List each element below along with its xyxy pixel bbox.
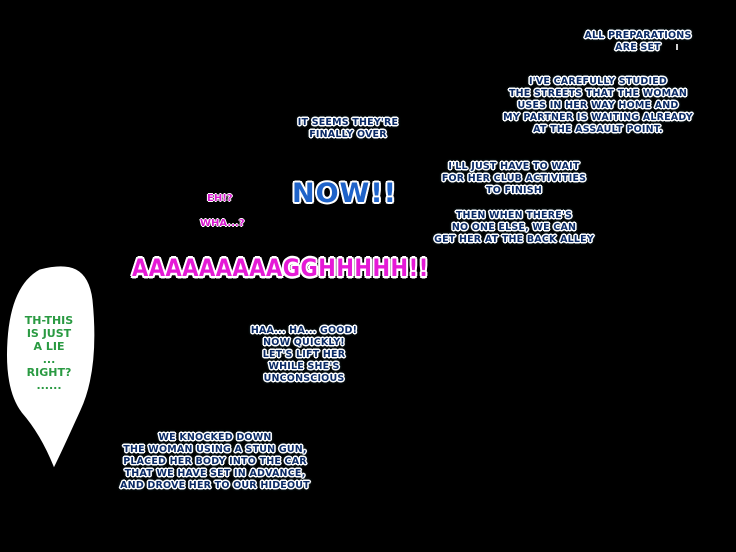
caption-studied: I'VE CAREFULLY STUDIED THE STREETS THAT … [503,76,693,135]
sfx-scream: AAAAAAAAAGGHHHHH!! [132,254,429,282]
caption-knocked-down: WE KNOCKED DOWN THE WOMAN USING A STUN G… [120,432,310,491]
panel-edge-mark [676,44,678,50]
sfx-now: NOW!! [292,178,397,209]
caption-back-alley: THEN WHEN THERE'S NO ONE ELSE, WE CAN GE… [434,210,594,245]
caption-lift-her: HAA... HA... GOOD! NOW QUICKLY! LET'S LI… [250,325,358,384]
caption-preparations: ALL PREPARATIONS ARE SET [584,30,692,53]
speech-balloon-text: TH-THIS IS JUST A LIE ... RIGHT? ...... [24,314,74,392]
speech-balloon-shape [7,266,95,468]
sfx-eh: EH!? [207,193,233,204]
caption-wait-club: I'LL JUST HAVE TO WAIT FOR HER CLUB ACTI… [441,161,587,196]
sfx-wha: WHA...? [200,218,245,229]
caption-finally-over: IT SEEMS THEY'RE FINALLY OVER [297,117,399,140]
